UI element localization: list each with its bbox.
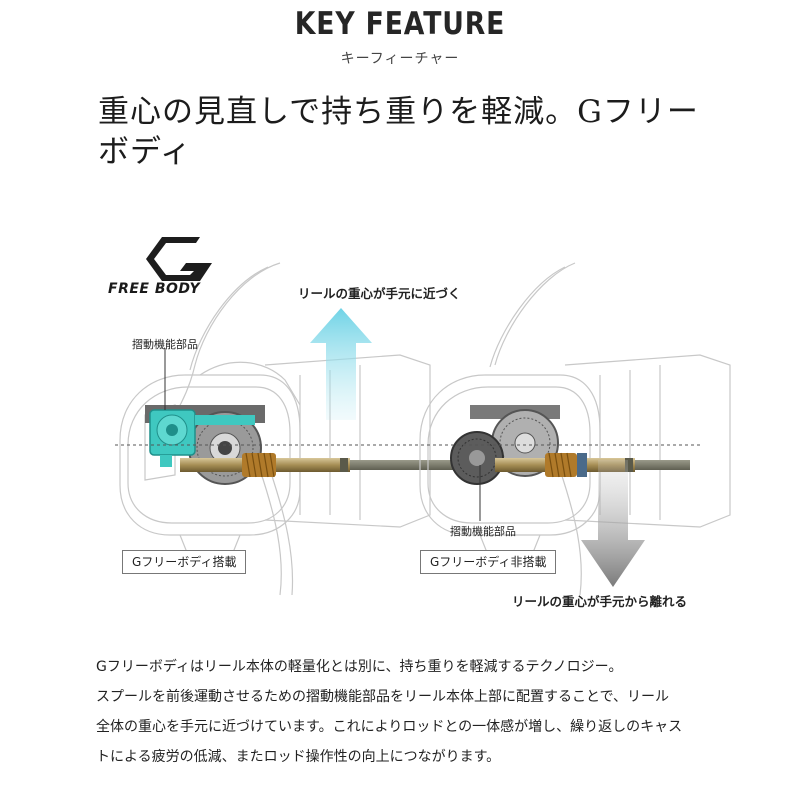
right-callout: リールの重心が手元から離れる: [512, 594, 688, 609]
freebody-logo-text: FREE BODY: [108, 281, 201, 297]
left-reel: [119, 262, 431, 596]
comparison-figure: FREE BODY 摺動機能部品 摺動機能部品 リールの重心が手元に近づく リー…: [0, 215, 800, 625]
headline: 重心の見直しで持ち重りを軽減。Gフリーボディ: [98, 94, 699, 170]
right-tag: Gフリーボディ非搭載: [420, 550, 557, 574]
g-logo-icon: [146, 237, 212, 281]
description-line: 全体の重心を手元に近づけています。これによりロッドとの一体感が増し、繰り返しのキ…: [96, 719, 683, 735]
description: Gフリーボディはリール本体の軽量化とは別に、持ち重りを軽減するテクノロジー。 ス…: [96, 652, 736, 772]
left-callout: リールの重心が手元に近づく: [298, 286, 461, 301]
section-subtitle: キーフィーチャー: [340, 51, 460, 67]
right-down-arrow: [581, 460, 645, 587]
right-part-label: 摺動機能部品: [450, 525, 516, 538]
section-title: KEY FEATURE: [294, 6, 506, 42]
description-line: Gフリーボディはリール本体の軽量化とは別に、持ち重りを軽減するテクノロジー。: [96, 659, 623, 675]
right-reel: [419, 262, 731, 596]
left-up-arrow: [310, 308, 372, 420]
left-part-label: 摺動機能部品: [132, 338, 198, 351]
reel-illustration: [115, 237, 731, 596]
left-tag: Gフリーボディ搭載: [122, 550, 247, 574]
description-line: スプールを前後運動させるための摺動機能部品をリール本体上部に配置することで、リー…: [96, 689, 670, 705]
description-line: トによる疲労の低減、またロッド操作性の向上につながります。: [96, 749, 501, 765]
left-main-shaft: [180, 452, 465, 478]
